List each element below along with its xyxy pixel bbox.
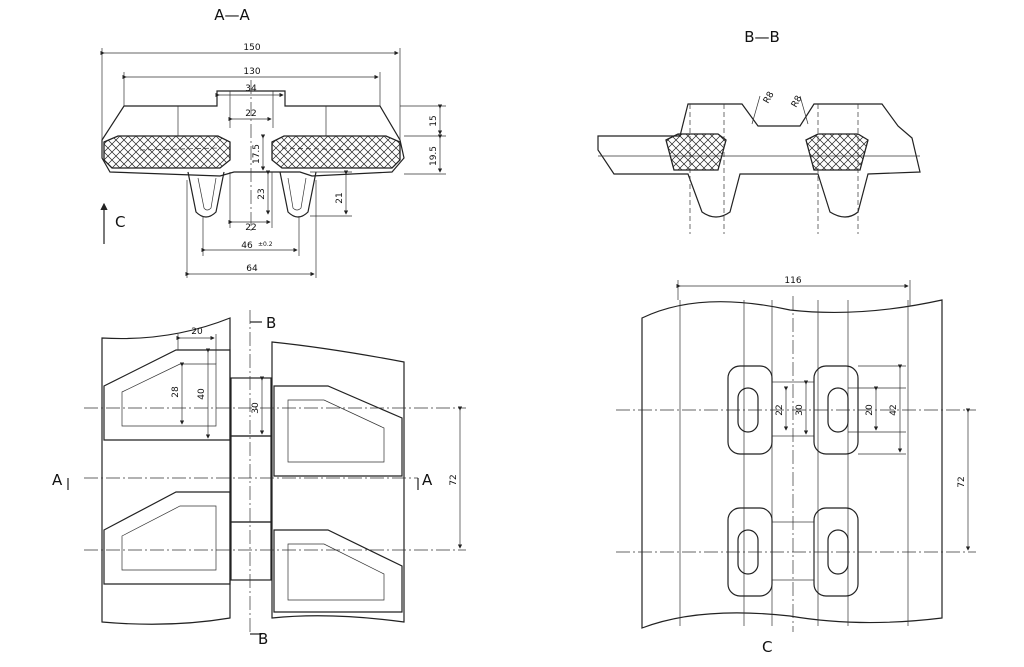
view-arrow-c-label: C	[115, 213, 125, 231]
dim-46-tolerance: ±0.2	[258, 241, 273, 248]
tread-lug-right-top	[273, 385, 403, 477]
dim-30-c: 30	[795, 404, 805, 416]
section-b-b-title: B—B	[744, 28, 780, 46]
section-marker-a-right: A	[422, 471, 433, 489]
dim-34: 34	[245, 84, 257, 94]
steel-core-section-right	[805, 133, 869, 171]
dim-72-c: 72	[957, 476, 967, 487]
dim-116: 116	[784, 276, 801, 286]
dim-22-c: 22	[775, 404, 785, 415]
dim-20-c: 20	[865, 404, 875, 416]
dim-23: 23	[257, 188, 267, 199]
guide-lug-middle	[230, 435, 272, 523]
dim-64: 64	[246, 264, 258, 274]
track-section-outline	[597, 103, 921, 218]
guide-lug-right	[279, 171, 317, 218]
tread-lug-right-bottom	[273, 529, 403, 613]
section-marker-b-top: B	[266, 314, 276, 332]
dim-72-left: 72	[449, 474, 459, 485]
plan-view-left: B B A A 20 28 40 30 72	[52, 310, 466, 648]
dim-30: 30	[251, 402, 261, 414]
view-c-label: C	[762, 638, 772, 656]
dim-15: 15	[429, 115, 439, 126]
tread-lug-left-bottom	[103, 491, 231, 585]
dim-150: 150	[243, 43, 260, 53]
tread-lug-left-top	[103, 349, 231, 441]
steel-core-left	[103, 135, 231, 169]
steel-core-right	[271, 135, 401, 169]
section-a-a: A—A 150 130 34 22	[100, 6, 446, 278]
dim-46: 46	[241, 241, 253, 251]
section-b-b: B—B R8 R8	[597, 28, 921, 234]
dim-20: 20	[191, 327, 203, 337]
dim-22-top: 22	[245, 109, 256, 119]
dim-42-c: 42	[889, 404, 899, 415]
guide-lug-bottom	[230, 521, 272, 581]
dim-19-5: 19.5	[429, 146, 439, 166]
section-a-a-title: A—A	[214, 6, 250, 24]
dim-21: 21	[335, 192, 345, 203]
dim-22-bottom: 22	[245, 223, 256, 233]
dim-40: 40	[197, 388, 207, 400]
radius-r8-right: R8	[790, 94, 805, 110]
track-plan-outline	[641, 299, 943, 629]
dim-28: 28	[171, 386, 181, 398]
plan-view-c: 116 22 30 20 42 72 C	[616, 276, 976, 656]
section-marker-b-bottom: B	[258, 630, 268, 648]
section-marker-a-left: A	[52, 471, 63, 489]
dim-130: 130	[243, 67, 260, 77]
guide-lug-left	[187, 171, 225, 218]
steel-core-section-left	[665, 133, 727, 171]
dim-17-5: 17.5	[252, 144, 262, 164]
radius-r8-left: R8	[762, 90, 777, 106]
